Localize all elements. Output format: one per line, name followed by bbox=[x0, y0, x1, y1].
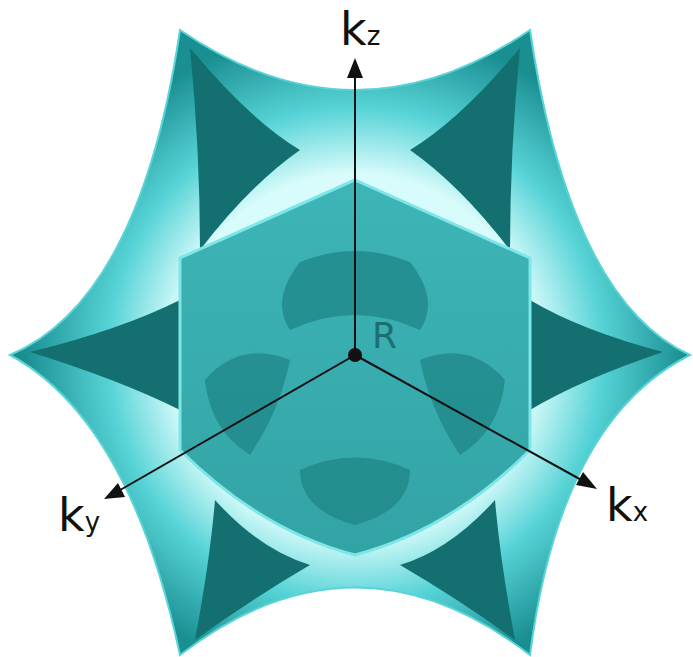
kz-axis-label: kz bbox=[340, 6, 380, 52]
lobe-faces bbox=[30, 48, 663, 640]
kx-axis-label: kx bbox=[606, 482, 648, 528]
r-point bbox=[348, 348, 362, 362]
axis-arrowheads bbox=[104, 58, 597, 499]
star-lobes bbox=[10, 30, 690, 655]
k-axes bbox=[115, 70, 585, 493]
r-point-label: R bbox=[372, 318, 397, 354]
ky-axis-label: ky bbox=[58, 492, 100, 538]
